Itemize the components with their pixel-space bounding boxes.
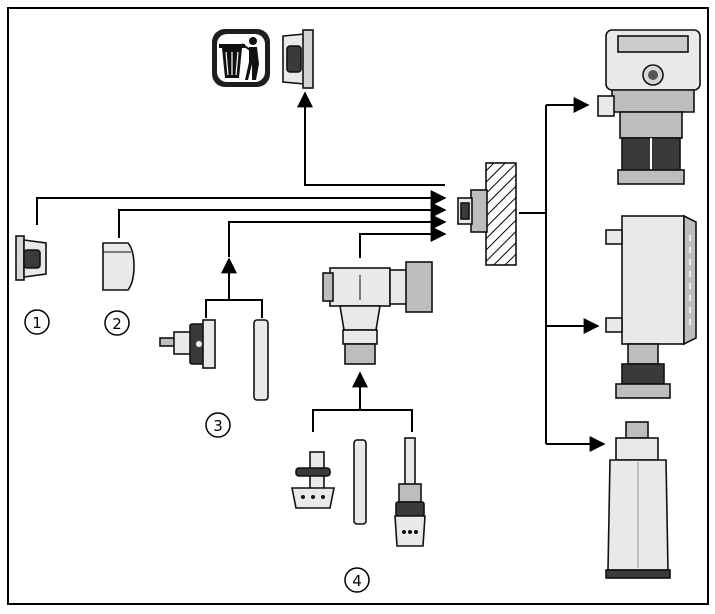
item-3-sealing-rod: [253, 319, 269, 401]
callout-4-label: 4: [352, 572, 362, 590]
adapter-bore: [460, 202, 470, 220]
callout-3-label: 3: [213, 417, 223, 435]
item-4-rod: [353, 439, 367, 525]
device-cylinder-sensor: [605, 421, 671, 579]
line-item-2: [118, 202, 447, 238]
callout-2-label: 2: [112, 315, 122, 333]
wall-hatch: [485, 162, 517, 266]
bracket-item-4: [312, 409, 413, 432]
item-2-blanking-plug: [102, 242, 135, 291]
item-1-protective-cap: [15, 235, 47, 281]
item-4-cable-adapter: [394, 437, 426, 547]
connection-lines: [36, 91, 606, 452]
tee-adapter: [322, 261, 433, 365]
item-3-hose-adapter: [159, 319, 216, 369]
device-display-sensor: [597, 29, 701, 185]
adapter-body: [470, 189, 488, 233]
callout-1: 1: [24, 309, 50, 335]
callout-1-label: 1: [32, 314, 42, 332]
line-item-1: [36, 190, 447, 225]
item-4-angle-adapter: [291, 451, 335, 509]
recycle-bin-icon: [212, 29, 270, 87]
device-block-sensor: [605, 214, 697, 399]
process-connection: [457, 162, 517, 266]
callout-3: 3: [205, 412, 231, 438]
line-tee-adapter: [359, 226, 447, 258]
callout-4: 4: [344, 567, 370, 593]
disposal-arrow: [297, 91, 445, 186]
discarded-cap: [282, 29, 314, 89]
line-item-3: [228, 214, 447, 257]
callout-2: 2: [104, 310, 130, 336]
bracket-item-3: [205, 299, 263, 318]
